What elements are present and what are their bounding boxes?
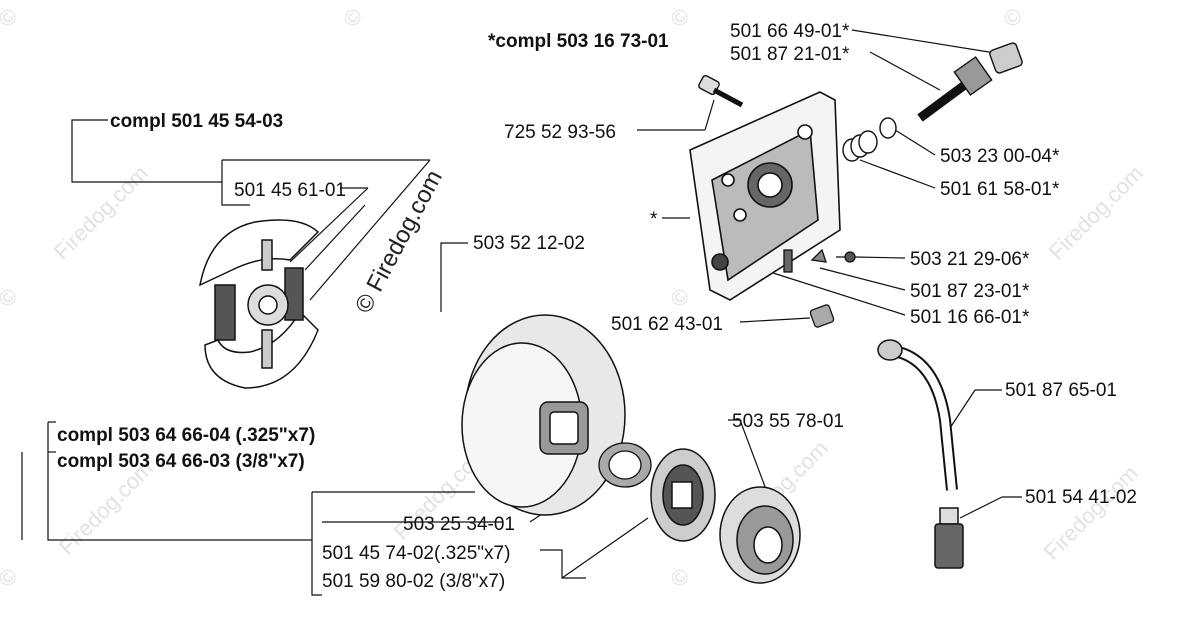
small-parts	[783, 248, 856, 328]
part-label-screw: 725 52 93-56	[504, 122, 616, 143]
leader-lines	[21, 29, 1022, 596]
drum-assembly-38-label: compl 503 64 66-03 (3/8"x7)	[57, 451, 305, 472]
part-label-washer: 503 23 00-04*	[940, 146, 1060, 167]
part-label-pump-piston: 501 87 21-01*	[730, 44, 850, 65]
pump-piston-part	[917, 42, 1023, 122]
oil-filter-part	[934, 507, 964, 569]
part-label-clutch-drum: 503 52 12-02	[473, 233, 585, 254]
part-label-pump-housing: *	[650, 209, 658, 230]
part-label-worm-cap: 501 66 49-01*	[730, 21, 850, 42]
part-label-spring: 501 61 58-01*	[940, 179, 1060, 200]
part-label-rim-sprocket-325: 501 45 74-02(.325"x7)	[322, 543, 511, 564]
clutch-drum-part	[461, 314, 626, 516]
drum-assembly-325-label: compl 503 64 66-04 (.325"x7)	[57, 425, 316, 446]
spring-part	[842, 117, 897, 162]
clutch-assembly-label: compl 501 45 54-03	[110, 111, 284, 132]
part-label-worm-gear: 503 55 78-01	[732, 411, 844, 432]
part-label-bushing: 501 62 43-01	[611, 314, 723, 335]
oil-hose-part	[877, 339, 958, 491]
part-label-needle-bearing: 503 25 34-01	[403, 514, 515, 535]
part-label-clutch-spring: 501 45 61-01	[234, 180, 346, 201]
part-label-oil-filter: 501 54 41-02	[1025, 487, 1137, 508]
clutch-part	[198, 219, 320, 389]
part-label-pin: 501 16 66-01*	[910, 307, 1030, 328]
rim-sprocket-part	[650, 448, 716, 542]
part-label-oil-hose: 501 87 65-01	[1005, 380, 1117, 401]
part-label-rim-sprocket-38: 501 59 80-02 (3/8"x7)	[322, 571, 506, 592]
pump-housing-part	[689, 91, 841, 301]
screw-part	[698, 74, 744, 108]
pump-assembly-label: *compl 503 16 73-01	[488, 31, 669, 52]
part-label-clip: 501 87 23-01*	[910, 281, 1030, 302]
worm-gear-part	[719, 486, 801, 584]
part-label-adjust-screw: 503 21 29-06*	[910, 249, 1030, 270]
needle-bearing-part	[598, 442, 652, 488]
